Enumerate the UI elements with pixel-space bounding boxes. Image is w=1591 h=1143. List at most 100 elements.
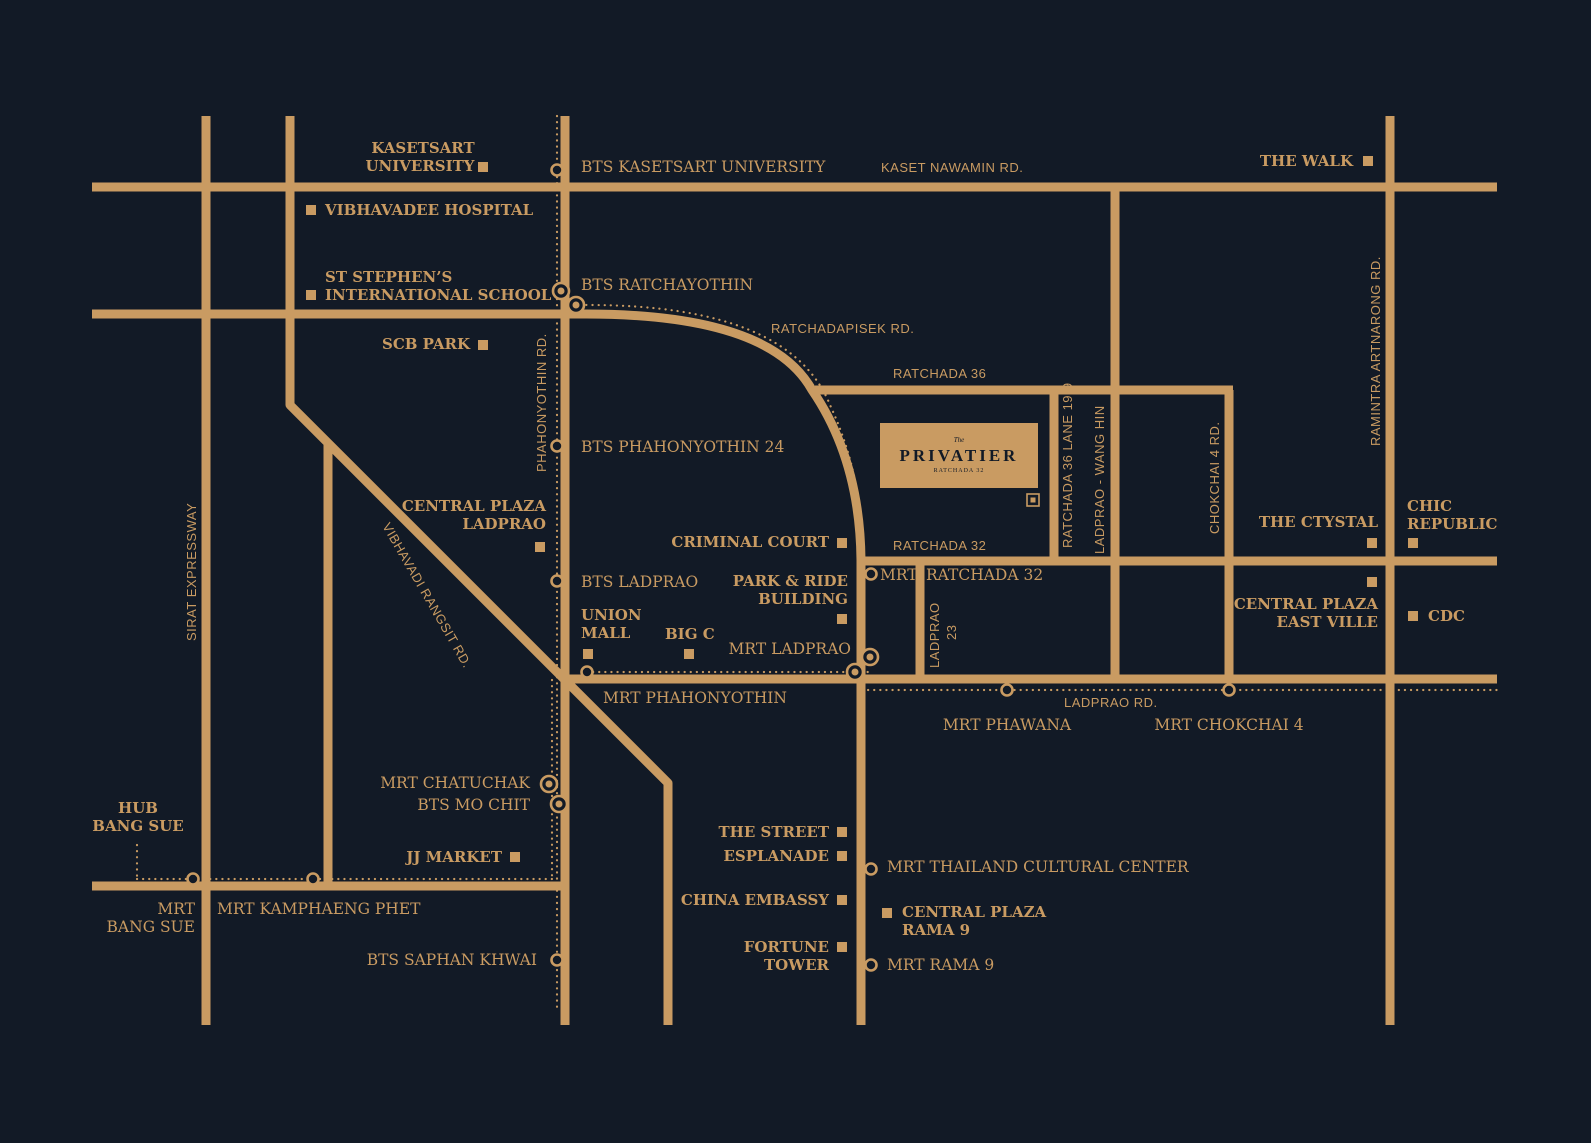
station-mrt-ratchada32 xyxy=(864,567,878,581)
logo-sub: RATCHADA 32 xyxy=(934,468,985,474)
poi-cdc xyxy=(1408,611,1418,621)
poi-union-mall xyxy=(583,649,593,659)
label-criminal-court: CRIMINAL COURT xyxy=(671,533,829,551)
label-mrt-kamphaeng-phet: MRT KAMPHAENG PHET xyxy=(217,900,421,918)
label-mrt-rama9: MRT RAMA 9 xyxy=(887,956,994,974)
label-chic-republic-1: CHIC xyxy=(1407,497,1452,515)
station-mrt-rama9 xyxy=(864,958,878,972)
label-ladprao-23-a: LADPRAO xyxy=(927,602,942,668)
label-mrt-bangsue-2: BANG SUE xyxy=(107,918,195,936)
station-mrt-phawana xyxy=(1000,683,1014,697)
label-central-ladprao-1: CENTRAL PLAZA xyxy=(402,497,547,515)
label-bts-kasetsart: BTS KASETSART UNIVERSITY xyxy=(581,158,826,176)
label-the-crystal: THE CTYSTAL xyxy=(1259,513,1379,531)
label-ramintra: RAMINTRA ARTNARONG RD. xyxy=(1368,256,1383,446)
label-mrt-phahonyothin: MRT PHAHONYOTHIN xyxy=(603,689,787,707)
label-kasetsart-2: UNIVERSITY xyxy=(365,157,474,175)
station-bts-ratchayothin xyxy=(551,281,586,315)
label-the-walk: THE WALK xyxy=(1260,152,1354,170)
label-union-mall-2: MALL xyxy=(581,624,631,642)
label-mrt-chokchai4: MRT CHOKCHAI 4 xyxy=(1154,716,1303,734)
label-phahonyothin: PHAHONYOTHIN RD. xyxy=(534,333,549,472)
label-union-mall-1: UNION xyxy=(581,606,642,624)
label-esplanade: ESPLANADE xyxy=(723,847,829,865)
poi-the-crystal xyxy=(1367,538,1377,548)
road-vibhavadi xyxy=(285,116,673,1025)
station-bts-mochit xyxy=(549,794,569,814)
place-labels: KASETSART UNIVERSITY VIBHAVADEE HOSPITAL… xyxy=(324,139,1498,974)
station-bts-kasetsart xyxy=(550,163,564,177)
label-central-eastville-1: CENTRAL PLAZA xyxy=(1234,595,1379,613)
label-the-street: THE STREET xyxy=(719,823,830,841)
poi-the-walk xyxy=(1363,156,1373,166)
poi-jj-market xyxy=(510,852,520,862)
poi-china-embassy xyxy=(837,895,847,905)
label-ratchadapisek: RATCHADAPISEK RD. xyxy=(771,321,914,336)
poi-vibhavadee xyxy=(306,205,316,215)
label-mrt-ratchada32-a: MRT xyxy=(880,566,918,584)
label-bts-ladprao: BTS LADPRAO xyxy=(581,573,698,591)
station-bts-phahonyothin24 xyxy=(550,439,564,453)
label-park-ride-1: PARK & RIDE xyxy=(733,572,848,590)
label-fortune-1: FORTUNE xyxy=(744,938,829,956)
label-cdc: CDC xyxy=(1428,607,1465,625)
road-ratchadapisek xyxy=(92,309,866,1025)
label-sirat: SIRAT EXPRESSWAY xyxy=(184,503,199,641)
logo-name: PRIVATIER xyxy=(900,446,1019,465)
station-mrt-kamphaeng-phet xyxy=(306,872,320,886)
label-vibhavadee: VIBHAVADEE HOSPITAL xyxy=(324,201,534,219)
label-fortune-2: TOWER xyxy=(764,956,830,974)
label-hub-bangsue-2: BANG SUE xyxy=(92,817,183,835)
project-location-icon xyxy=(1026,493,1040,507)
label-st-stephens-2: INTERNATIONAL SCHOOL xyxy=(325,286,552,304)
poi-park-ride xyxy=(837,614,847,624)
label-park-ride-2: BUILDING xyxy=(758,590,848,608)
label-central-rama9-1: CENTRAL PLAZA xyxy=(902,903,1047,921)
label-ladprao-23-b: 23 xyxy=(944,625,959,640)
poi-big-c xyxy=(684,649,694,659)
station-mrt-chokchai4 xyxy=(1222,683,1236,697)
label-ratchada-36-lane: RATCHADA 36 LANE 19-9 xyxy=(1060,382,1075,548)
poi-central-eastville xyxy=(1367,577,1377,587)
poi-fortune-tower xyxy=(837,942,847,952)
station-mrt-chatuchak xyxy=(539,774,559,794)
station-mrt-thailand-cultural xyxy=(864,862,878,876)
label-chokchai-4: CHOKCHAI 4 RD. xyxy=(1207,422,1222,534)
label-mrt-ratchada32-b: RATCHADA 32 xyxy=(926,566,1043,584)
label-hub-bangsue-1: HUB xyxy=(118,799,158,817)
poi-central-ladprao xyxy=(535,542,545,552)
label-scb-park: SCB PARK xyxy=(382,335,471,353)
station-mrt-ladprao xyxy=(845,647,880,682)
label-kaset-nawamin: KASET NAWAMIN RD. xyxy=(881,160,1023,175)
poi-scb-park xyxy=(478,340,488,350)
station-mrt-phahonyothin xyxy=(580,665,594,679)
logo-small: The xyxy=(954,436,965,444)
roads xyxy=(92,116,1497,1025)
stations xyxy=(186,163,1236,972)
label-jj-market: JJ MARKET xyxy=(404,848,503,866)
station-bts-ladprao xyxy=(550,574,564,588)
label-bts-ratchayothin: BTS RATCHAYOTHIN xyxy=(581,276,753,294)
project-marker: The PRIVATIER RATCHADA 32 xyxy=(880,423,1040,507)
label-kasetsart-1: KASETSART xyxy=(371,139,475,157)
station-bts-saphan-khwai xyxy=(550,953,564,967)
label-mrt-bangsue-1: MRT xyxy=(157,900,195,918)
poi-esplanade xyxy=(837,851,847,861)
label-ratchada-36: RATCHADA 36 xyxy=(893,366,986,381)
label-central-rama9-2: RAMA 9 xyxy=(902,921,970,939)
label-ratchada-32: RATCHADA 32 xyxy=(893,538,986,553)
label-big-c: BIG C xyxy=(665,625,715,643)
poi-chic-republic xyxy=(1408,538,1418,548)
label-bts-mochit: BTS MO CHIT xyxy=(417,796,530,814)
label-central-eastville-2: EAST VILLE xyxy=(1277,613,1378,631)
label-ladprao-rd: LADPRAO RD. xyxy=(1064,695,1158,710)
project-logo xyxy=(880,423,1038,488)
poi-central-rama9 xyxy=(882,908,892,918)
poi-the-street xyxy=(837,827,847,837)
label-chic-republic-2: REPUBLIC xyxy=(1407,515,1498,533)
poi-markers xyxy=(306,156,1418,952)
label-china-embassy: CHINA EMBASSY xyxy=(681,891,829,909)
label-mrt-thailand-cultural: MRT THAILAND CULTURAL CENTER xyxy=(887,858,1190,876)
label-mrt-phawana: MRT PHAWANA xyxy=(943,716,1072,734)
